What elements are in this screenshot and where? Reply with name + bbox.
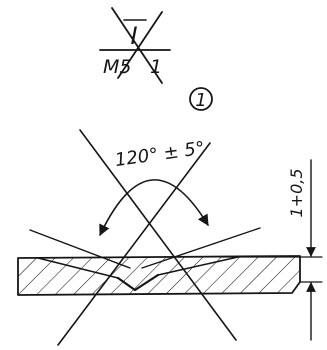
symbol-method-suffix: 1 xyxy=(150,56,162,78)
angle-annotation: 120° ± 5° xyxy=(99,138,209,237)
bevel-line-left xyxy=(79,129,237,341)
weld-root xyxy=(116,273,160,292)
bevel-line-right xyxy=(57,142,211,346)
angle-arc xyxy=(99,179,209,237)
gap-label: 1+0,5 xyxy=(287,168,306,217)
gap-dimension: 1+0,5 xyxy=(221,159,323,341)
detail-circle xyxy=(189,87,213,111)
symbol-cross-line-b xyxy=(117,11,163,79)
detail-number: 1 xyxy=(195,90,206,111)
symbol-method-code: M5 xyxy=(103,56,131,78)
symbol-cross-line-a xyxy=(111,7,163,84)
symbol-type-mark: I xyxy=(130,22,137,50)
plate-outline xyxy=(17,255,301,296)
detail-marker: 1 xyxy=(189,87,213,111)
weld-symbol: I M5 1 xyxy=(99,7,171,84)
plate-section xyxy=(17,255,301,296)
